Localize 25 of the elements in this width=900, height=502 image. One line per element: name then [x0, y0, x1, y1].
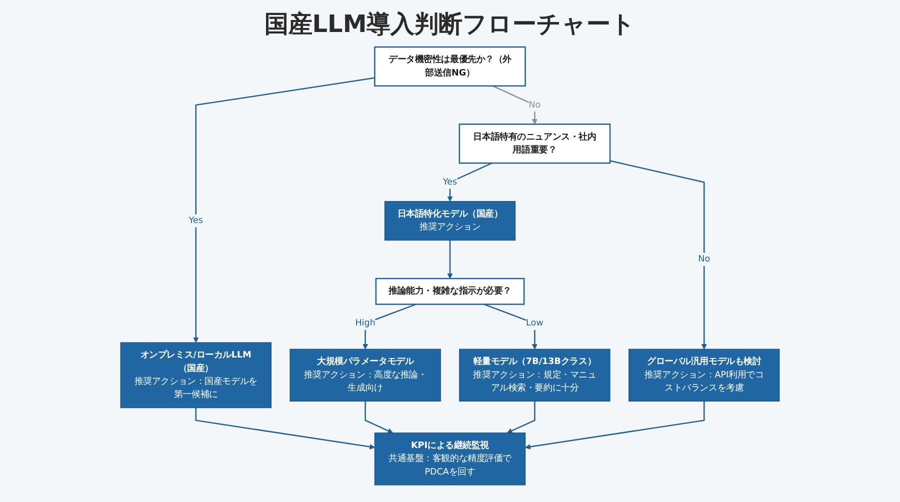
- node-box: 大規模パラメータモデル 推奨アクション：高度な推論・生成向け: [290, 348, 441, 402]
- edge-label: No: [698, 254, 710, 264]
- node-box: 推論能力・複雑な指示が必要？: [375, 278, 525, 305]
- arrow: [610, 160, 707, 350]
- node-box: KPIによる継続監視 共通基盤：客観的な精度評価でPDCAを回す: [374, 432, 526, 486]
- edge-label: Yes: [188, 215, 203, 226]
- arrow: [193, 77, 375, 343]
- node-box: オンプレミス/ローカルLLM（国産） 推奨アクション：国産モデルを第一候補に: [120, 342, 272, 408]
- node-box: グローバル汎用モデルも検討 推奨アクション：API利用でコストバランスを考慮: [628, 348, 780, 402]
- diagram-title: 国産LLM導入判断フローチャート: [263, 9, 637, 40]
- arrow: [364, 401, 394, 434]
- arrow: [447, 240, 453, 279]
- edge-label: No: [528, 100, 541, 110]
- arrow: [195, 408, 375, 450]
- edge-label: Low: [526, 318, 544, 328]
- edge-label: High: [355, 318, 376, 328]
- edge-label: Yes: [442, 176, 458, 187]
- node-box: 軽量モデル（7B/13Bクラス） 推奨アクション：規定・マニュアル検索・要約に十分: [459, 348, 610, 402]
- arrow: [506, 401, 536, 434]
- node-box: 日本語特有のニュアンス・社内用語重要？: [458, 124, 611, 164]
- arrow: [484, 304, 538, 350]
- arrow: [525, 401, 705, 450]
- node-box: データ機密性は最優先か？（外部送信NG）: [374, 46, 526, 87]
- node-box: 日本語特化モデル（国産） 推奨アクション: [384, 201, 516, 241]
- arrow: [492, 85, 538, 124]
